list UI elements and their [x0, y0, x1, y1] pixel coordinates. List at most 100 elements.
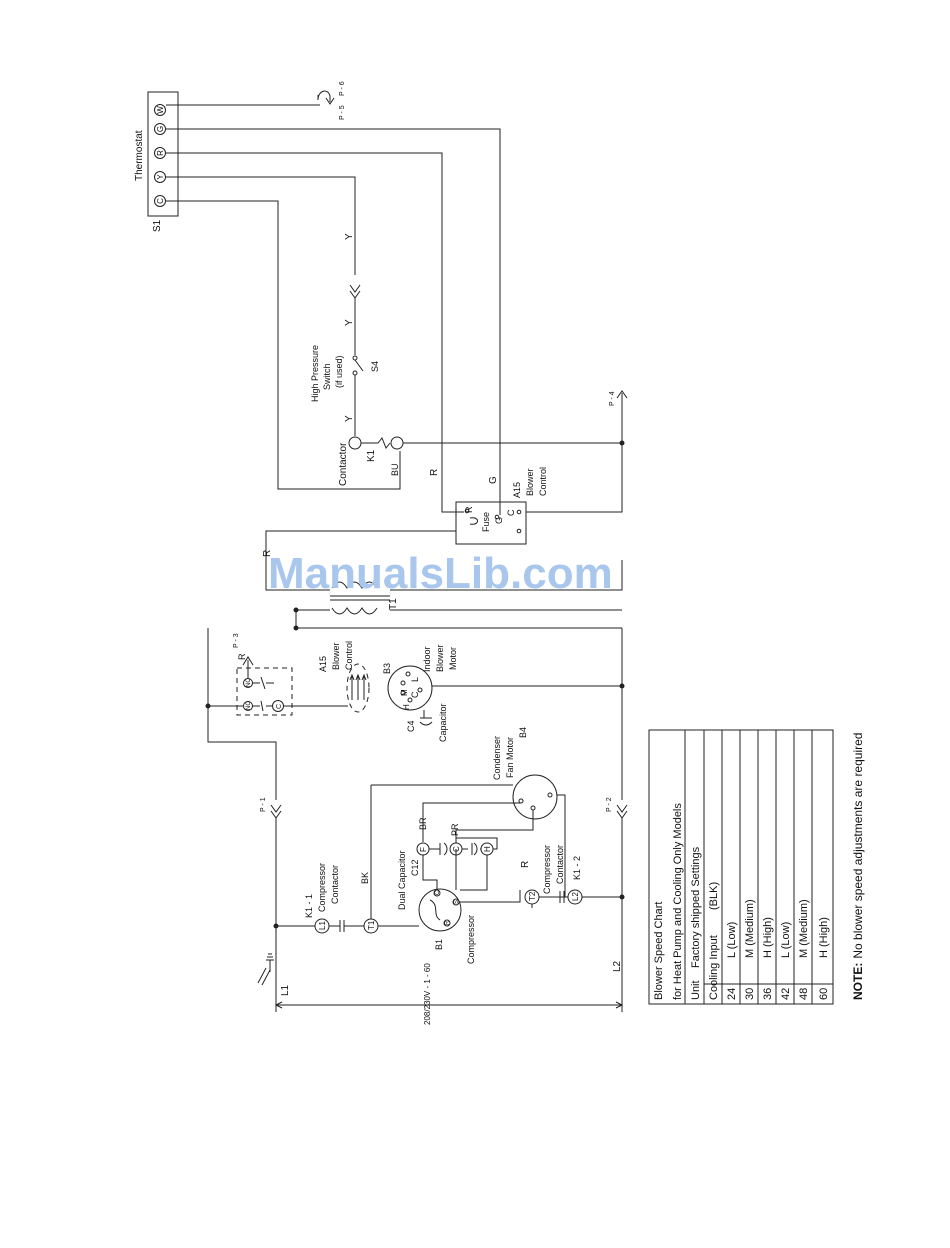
chart-row-unit: 24	[726, 988, 738, 1000]
wire-r-3: R	[520, 861, 531, 868]
relay-c: C	[276, 704, 283, 709]
thermostat-terminal-c: C	[156, 198, 165, 204]
chart-col-setting: Factory shipped Settings	[690, 846, 702, 968]
high-pressure-switch: High Pressure Switch (if used) S4 Y	[310, 345, 380, 436]
condenser-label-2: Fan Motor	[505, 737, 515, 778]
k1-2-ref: K1 - 2	[572, 856, 582, 880]
wire-bu: BU	[390, 463, 400, 476]
thermostat-terminal-w: W	[156, 106, 165, 114]
wire-br: BR	[418, 817, 428, 830]
wire-g-1: G	[488, 476, 499, 484]
blower-control-ref-2: A15	[318, 656, 328, 672]
wire-y-3: Y	[344, 415, 355, 422]
motor-m: M	[400, 689, 409, 696]
chart-col-unit: Unit	[690, 980, 702, 1000]
wire-bk: BK	[360, 872, 370, 884]
board-g: G	[494, 517, 504, 524]
chart-col-cooling: Cooling Input	[708, 935, 720, 1000]
chart-title-2: for Heat Pump and Cooling Only Models	[672, 803, 684, 1000]
svg-text:NOTE:No blower speed adjustmen: NOTE: No blower speed adjustments are req…	[851, 733, 865, 1000]
motor-label-2: Blower	[435, 644, 445, 672]
ref-p2: P - 2	[606, 797, 613, 812]
wire-r-2: R	[262, 550, 273, 557]
note: NOTE: No blower speed adjustments are req…	[851, 733, 865, 1000]
chart-row-unit: 42	[780, 988, 792, 1000]
motor-c: C	[410, 691, 420, 698]
thermostat: W G R Y C Thermostat S1	[134, 91, 179, 232]
dual-capacitor: F C H Dual Capacitor C12	[397, 837, 498, 910]
contactor-label: Contactor	[338, 442, 349, 486]
chart-row-unit: 36	[762, 988, 774, 1000]
blower-control-label-1a: Blower	[525, 468, 535, 496]
k1-2-label-1: Compressor	[542, 845, 552, 894]
watermark: ManualsLib.com	[268, 549, 613, 598]
chart-row-unit: 60	[818, 988, 830, 1000]
transformer-ref: T1	[388, 598, 399, 610]
board-fuse: Fuse	[481, 512, 491, 532]
wire-r-1: R	[429, 469, 440, 476]
k1-1-label-2: Contactor	[330, 865, 340, 904]
motor-label-3: Motor	[448, 647, 458, 670]
compressor-r: R	[445, 920, 451, 925]
k1-1-ref: K1 - 1	[304, 894, 314, 918]
hps-label-3: (if used)	[334, 355, 344, 388]
k1-1-label-1: Compressor	[317, 863, 327, 912]
transformer-t1: T1	[265, 560, 623, 631]
blower-control-label-1b: Control	[538, 467, 548, 496]
relay-no: NO	[246, 701, 252, 710]
relay-nc: NC	[246, 678, 252, 687]
chart-row-unit: 48	[798, 988, 810, 1000]
compressor: C S R Compressor B1 R	[418, 849, 531, 964]
k1-2-t2: T2	[528, 891, 537, 901]
thermostat-terminal-g: G	[156, 126, 165, 132]
condenser-label-1: Condenser	[492, 736, 502, 780]
hps-label-2: Switch	[322, 363, 332, 390]
ref-p1: P - 1	[260, 797, 267, 812]
ref-p5: P - 5	[339, 105, 346, 120]
power-supply: L1 L2 208/230V - 1 - 60	[257, 953, 624, 1025]
chart-col-blk: (BLK)	[708, 882, 720, 910]
thermostat-ref: S1	[152, 219, 163, 232]
wire-pr: PR	[450, 823, 460, 836]
chart-row-setting: L (Low)	[780, 922, 792, 958]
dual-cap-ref: C12	[410, 859, 420, 876]
board-c: C	[506, 509, 516, 516]
hps-ref: S4	[370, 361, 380, 372]
blower-control-label-2a: Blower	[331, 642, 341, 670]
wire-y-1: Y	[344, 233, 355, 240]
chart-row-setting: L (Low)	[726, 922, 738, 958]
power-l2: L2	[612, 960, 623, 972]
compressor-label: Compressor	[466, 915, 476, 964]
relay-r: R	[237, 653, 247, 660]
thermostat-terminal-r: R	[156, 150, 165, 156]
note-text: No blower speed adjustments are required	[851, 733, 865, 959]
capacitor-label: Capacitor	[438, 703, 448, 742]
chart-row-setting: M (Medium)	[798, 899, 810, 958]
condenser-ref: B4	[518, 727, 528, 738]
note-label: NOTE:	[851, 963, 865, 1000]
chart-row-setting: M (Medium)	[744, 899, 756, 958]
thermostat-label: Thermostat	[134, 130, 145, 181]
blower-control-label-2b: Control	[344, 641, 354, 670]
contactor-k1-2: T2 L2 Compressor Contactor K1 - 2	[524, 845, 625, 908]
ref-p4: P - 4	[609, 391, 616, 406]
chart-row-setting: H (High)	[818, 917, 830, 958]
chart-title-1: Blower Speed Chart	[653, 902, 665, 1000]
motor-h: H	[402, 704, 411, 710]
relay-switch: NC NO C R P - 3	[205, 633, 348, 716]
compressor-c: C	[435, 890, 441, 895]
k1-1-t1: T1	[367, 920, 376, 930]
power-supply-label: 208/230V - 1 - 60	[423, 963, 432, 1025]
chart-row-setting: H (High)	[762, 917, 774, 958]
motor-l: L	[410, 677, 420, 682]
wire-y-2: Y	[344, 319, 355, 326]
dual-cap-f: F	[419, 847, 428, 852]
blower-speed-chart: Blower Speed Chart for Heat Pump and Coo…	[648, 729, 834, 1005]
k1-2-label-2: Contactor	[555, 845, 565, 884]
hps-label-1: High Pressure	[310, 345, 320, 402]
dual-cap-h: H	[483, 846, 492, 852]
compressor-s: S	[454, 900, 460, 904]
thermostat-terminal-y: Y	[156, 174, 165, 180]
